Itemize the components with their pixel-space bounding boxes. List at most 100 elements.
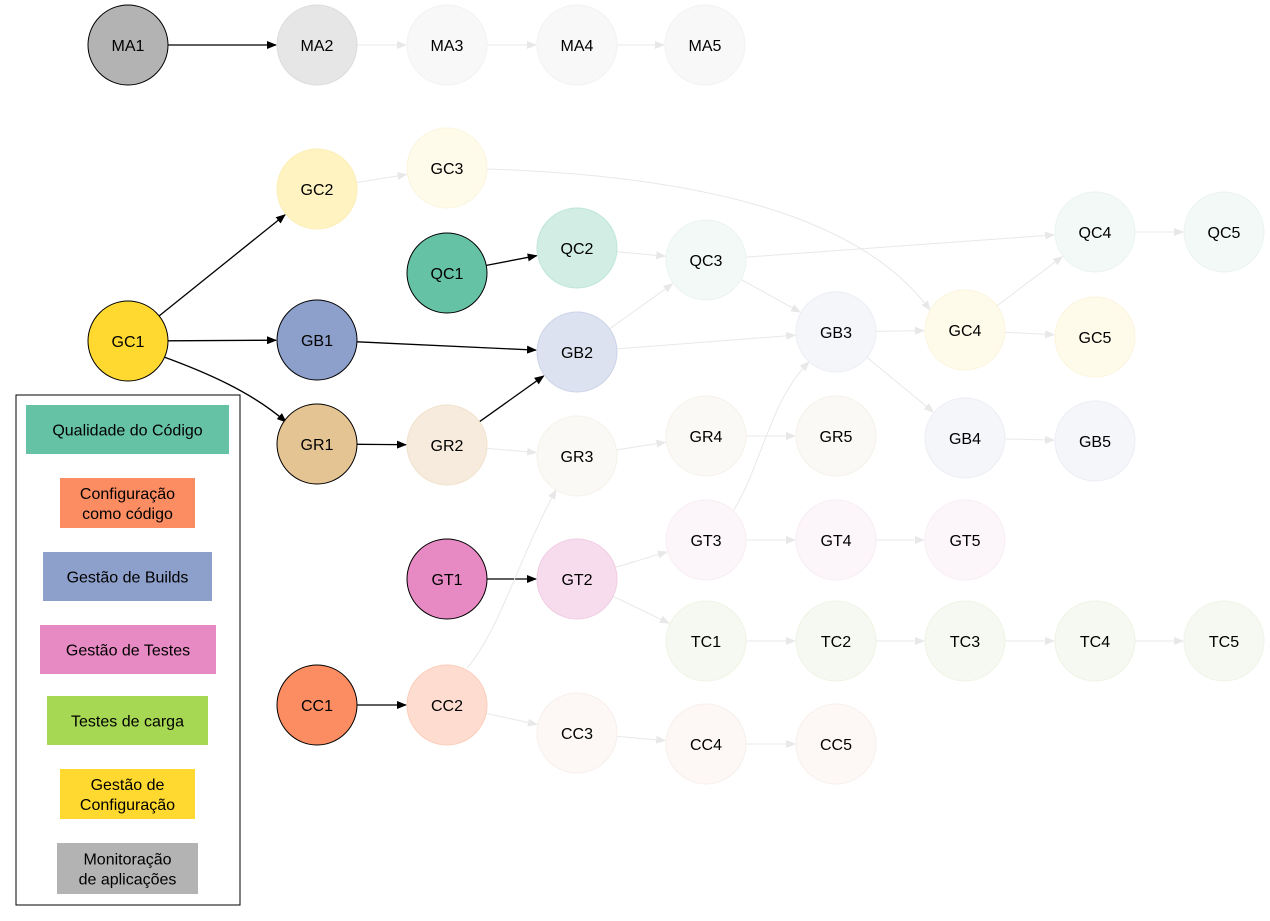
node-circle xyxy=(406,404,488,486)
node-qc1: QC1 xyxy=(406,232,488,314)
node-label: GR3 xyxy=(561,449,594,466)
node-qc2: QC2 xyxy=(536,207,618,289)
node-label: TC5 xyxy=(1209,634,1239,651)
node-label: QC4 xyxy=(1079,225,1112,242)
node-circle xyxy=(406,127,488,209)
node-label: CC3 xyxy=(561,726,593,743)
node-gb1: GB1 xyxy=(276,299,358,381)
node-gc5: GC5 xyxy=(1054,296,1136,378)
legend-gestao-builds: Gestão de Builds xyxy=(43,552,212,601)
node-label: MA1 xyxy=(112,38,145,55)
node-circle xyxy=(536,4,618,86)
node-label: MA4 xyxy=(561,38,594,55)
node-label: CC5 xyxy=(820,737,852,754)
edge-gb3-gb4 xyxy=(866,357,935,413)
edge-gt3-gb3 xyxy=(732,361,810,512)
node-gt5: GT5 xyxy=(924,499,1006,581)
edge-gc3-gc4 xyxy=(486,168,931,311)
node-circle xyxy=(795,703,877,785)
node-circle xyxy=(276,299,358,381)
node-label: QC2 xyxy=(561,241,594,258)
edge-gr2-gr3 xyxy=(486,447,538,456)
node-label: GC3 xyxy=(431,161,464,178)
node-cc4: CC4 xyxy=(665,703,747,785)
node-circle xyxy=(665,600,747,682)
node-circle xyxy=(536,538,618,620)
node-label: CC2 xyxy=(431,698,463,715)
node-circle xyxy=(536,311,618,393)
node-gr4: GR4 xyxy=(665,395,747,477)
legend-label: como código xyxy=(82,506,173,523)
node-label: MA2 xyxy=(301,38,334,55)
node-tc4: TC4 xyxy=(1054,600,1136,682)
edge-gr3-gr4 xyxy=(616,439,667,451)
node-gt2: GT2 xyxy=(536,538,618,620)
node-circle xyxy=(665,395,747,477)
node-circle xyxy=(276,664,358,746)
node-label: GB2 xyxy=(561,345,593,362)
node-label: GB5 xyxy=(1079,434,1111,451)
node-label: TC3 xyxy=(950,634,980,651)
node-gb2: GB2 xyxy=(536,311,618,393)
node-label: GR4 xyxy=(690,429,723,446)
node-circle xyxy=(795,600,877,682)
node-ma4: MA4 xyxy=(536,4,618,86)
node-label: GC4 xyxy=(949,323,982,340)
node-label: GT3 xyxy=(690,533,721,550)
legend-label: Gestão de xyxy=(91,777,165,794)
node-gr3: GR3 xyxy=(536,415,618,497)
node-circle xyxy=(924,499,1006,581)
node-cc2: CC2 xyxy=(406,664,488,746)
node-gc2: GC2 xyxy=(276,148,358,230)
node-gc4: GC4 xyxy=(924,289,1006,371)
node-gc1: GC1 xyxy=(87,300,169,382)
node-circle xyxy=(924,600,1006,682)
node-circle xyxy=(406,232,488,314)
edge-cc3-cc4 xyxy=(616,735,667,744)
edge-gc1-gr1 xyxy=(163,356,287,423)
node-circle xyxy=(276,4,358,86)
legend-swatch xyxy=(60,478,195,528)
edge-gb3-gc4 xyxy=(875,326,925,335)
node-circle xyxy=(1183,600,1265,682)
node-ma5: MA5 xyxy=(664,4,746,86)
node-qc4: QC4 xyxy=(1054,191,1136,273)
node-gr5: GR5 xyxy=(795,395,877,477)
node-gt1: GT1 xyxy=(406,538,488,620)
node-circle xyxy=(276,403,358,485)
node-label: QC1 xyxy=(431,266,464,283)
edge-qc3-gb3 xyxy=(740,278,801,313)
node-cc5: CC5 xyxy=(795,703,877,785)
node-circle xyxy=(536,207,618,289)
legend-label: Configuração xyxy=(80,797,175,814)
node-label: TC4 xyxy=(1080,634,1110,651)
edge-qc2-qc3 xyxy=(616,251,667,260)
node-ma3: MA3 xyxy=(406,4,488,86)
node-label: GC2 xyxy=(301,182,334,199)
node-label: GT5 xyxy=(949,533,980,550)
node-label: GB1 xyxy=(301,333,333,350)
node-label: GB4 xyxy=(949,431,981,448)
edge-gc2-gc3 xyxy=(356,171,408,184)
node-tc1: TC1 xyxy=(665,600,747,682)
node-label: GT4 xyxy=(820,533,851,550)
edge-gc4-gc5 xyxy=(1004,330,1056,339)
node-cc3: CC3 xyxy=(536,692,618,774)
node-ma2: MA2 xyxy=(276,4,358,86)
node-tc5: TC5 xyxy=(1183,600,1265,682)
node-circle xyxy=(924,397,1006,479)
node-circle xyxy=(795,291,877,373)
node-label: MA3 xyxy=(431,38,464,55)
node-gb4: GB4 xyxy=(924,397,1006,479)
legend-swatch xyxy=(26,405,229,454)
node-label: QC5 xyxy=(1208,225,1241,242)
legend-label: Monitoração xyxy=(83,852,171,869)
node-circle xyxy=(664,4,746,86)
edge-gb2-qc3 xyxy=(609,283,674,330)
node-circle xyxy=(1183,191,1265,273)
